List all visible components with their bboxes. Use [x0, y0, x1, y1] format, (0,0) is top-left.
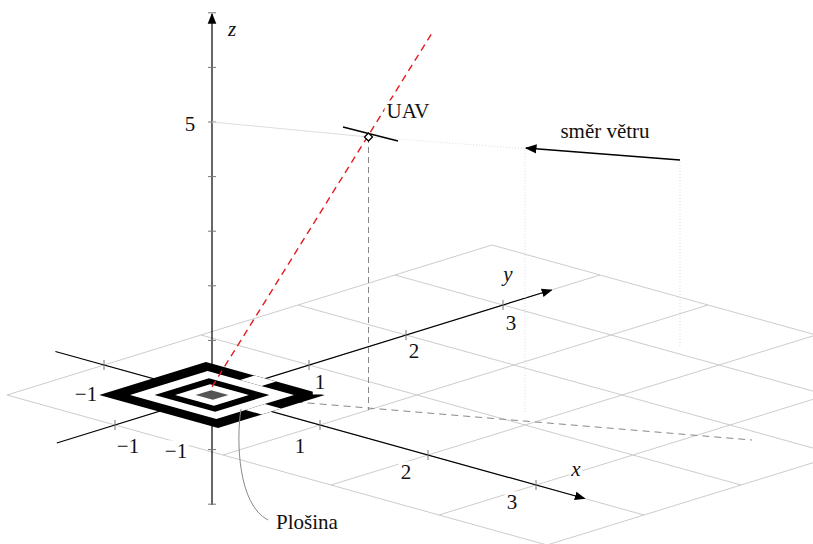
platform-part	[175, 384, 249, 406]
axis-tick-label: −1	[115, 435, 141, 458]
tick	[208, 285, 216, 286]
axis-name: y	[501, 263, 514, 286]
wind-arrow	[526, 148, 680, 160]
z-axis	[211, 14, 212, 505]
vertical-projection	[368, 137, 369, 410]
axis-tick-label: 2	[407, 340, 422, 363]
grid-line	[298, 305, 813, 455]
uav-symbol	[365, 133, 373, 141]
axis-tick-label: 3	[504, 312, 519, 335]
grid-line	[331, 335, 813, 485]
tick	[208, 67, 216, 68]
height-guide	[212, 122, 369, 137]
tick	[208, 340, 216, 341]
tick	[309, 360, 310, 370]
axis-name: x	[569, 458, 582, 481]
y-axis	[57, 290, 552, 443]
platform-part	[99, 362, 325, 428]
axis-tick-label: 2	[399, 461, 414, 484]
grid-line	[201, 335, 741, 485]
leader-line	[239, 409, 268, 520]
ground-grid	[7, 245, 813, 544]
tick	[208, 504, 216, 505]
tick	[208, 176, 216, 177]
axis-tick-label: 1	[293, 435, 308, 458]
approach-line	[212, 33, 432, 387]
wind-guide	[525, 150, 526, 412]
tick	[320, 420, 321, 430]
tick	[104, 360, 105, 370]
grid-line	[439, 365, 813, 515]
platform-part	[130, 371, 294, 419]
grid-line	[492, 245, 813, 395]
tick	[503, 300, 504, 310]
tick	[208, 231, 216, 232]
grid-line	[547, 395, 813, 544]
grid-line	[7, 395, 547, 544]
tick	[115, 420, 116, 430]
uav-symbol	[343, 127, 398, 141]
platform-part	[240, 376, 276, 387]
grid-line	[395, 275, 813, 425]
axis-tick-label: 3	[505, 491, 520, 514]
construction-lines	[99, 33, 752, 520]
callout-label: Plošina	[274, 511, 340, 534]
wind-guide	[680, 162, 681, 348]
axis-tick-label: 5	[183, 113, 198, 136]
platform-part	[196, 390, 229, 400]
tick	[428, 450, 429, 460]
x-axis	[55, 352, 584, 499]
axis-tick-label: 1	[313, 371, 328, 394]
tick	[406, 330, 407, 340]
tick	[208, 12, 216, 13]
landing-platform	[99, 362, 325, 428]
uav-label: UAV	[385, 100, 432, 123]
tick	[536, 480, 537, 490]
axis-lines	[55, 13, 584, 505]
grid-line	[223, 305, 708, 455]
axis-name: z	[226, 18, 238, 41]
axis-tick-label: −1	[73, 383, 99, 406]
platform-part	[246, 404, 282, 415]
grid-line	[7, 245, 492, 395]
wind-label: směr větru	[558, 120, 651, 143]
tick	[208, 449, 216, 450]
axis-tick-label: −1	[163, 440, 189, 463]
